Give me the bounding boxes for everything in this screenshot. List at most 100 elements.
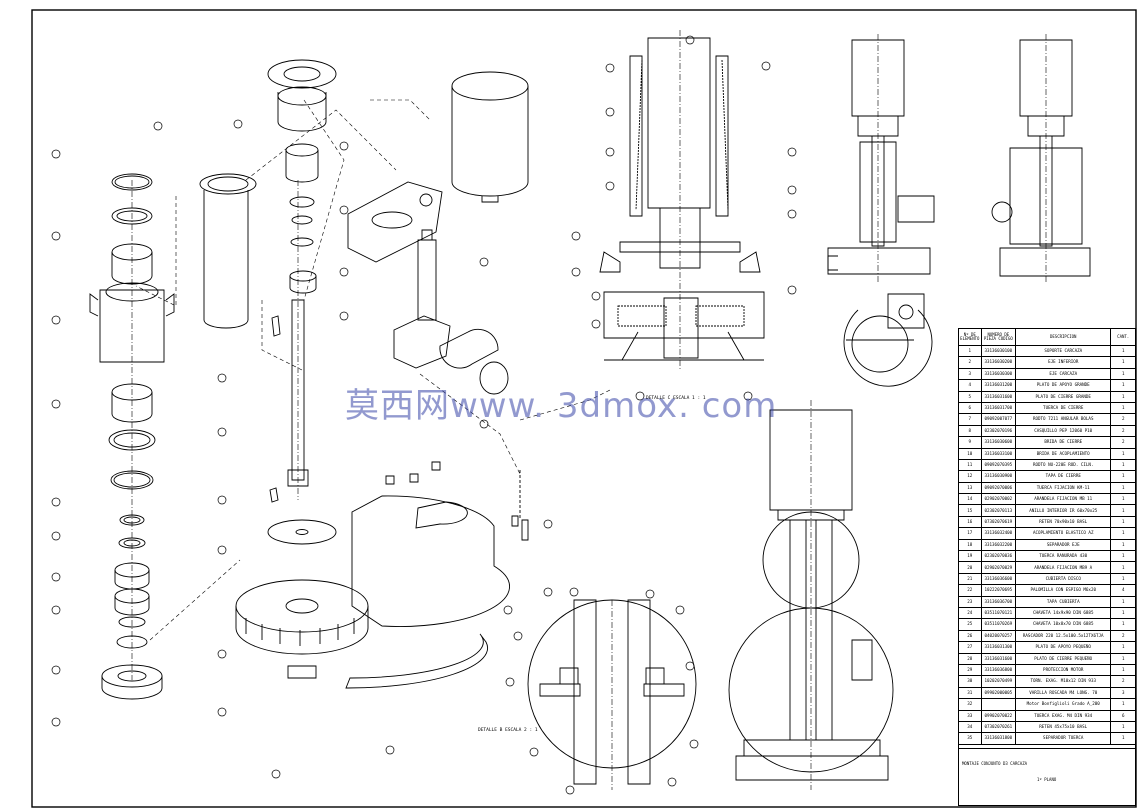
cell-description: PROTECCION MOTOR: [1016, 664, 1112, 676]
cell-quantity: 1: [1121, 462, 1125, 467]
cell-description: EJE CARCAZA: [1016, 368, 1112, 380]
cell-quantity: 1: [1121, 598, 1125, 604]
cell-quantity: 1: [1121, 530, 1125, 536]
cell-description: TORN. EXAG. M10x12 DIN 933: [1016, 676, 1112, 687]
cell-part-number: 33136030300: [982, 368, 1017, 380]
disc-cover: [345, 461, 511, 689]
cell-quantity: 1: [1121, 507, 1125, 513]
cell-element: 32: [959, 699, 982, 710]
cell-element: 23: [959, 596, 982, 607]
cell-element: 21: [959, 573, 982, 585]
side-elevation-2: [991, 34, 1091, 284]
section-view-top: [599, 30, 765, 370]
cell-part-number: 33136036600: [982, 573, 1017, 585]
cell-part-number: 02902070002: [982, 494, 1017, 505]
cell-quantity: 2: [1121, 439, 1125, 445]
cell-quantity: 1: [1121, 541, 1125, 547]
cell-quantity: 1: [1121, 348, 1125, 354]
cell-description: SEPARADOR TUERCA: [1016, 733, 1112, 744]
cell-description: ACOPLAMIENTO ELASTICO AZ: [1016, 528, 1112, 539]
parts-list-table: Nº DE ELEMENTO NUMERO DE PIEZA CODIGO DE…: [958, 328, 1136, 750]
cell-description: RASCADOR 220 12.5x100.5x12TX6TJA: [1016, 630, 1112, 642]
cell-part-number: 02302070036: [982, 551, 1017, 562]
cell-part-number: 33136031600: [982, 653, 1017, 664]
cell-quantity: 1: [1121, 473, 1125, 479]
cell-element: 14: [959, 494, 982, 505]
cell-quantity: 1: [1121, 610, 1125, 616]
cell-description: CHAVETA 14x9x90 DIN 6885: [1016, 607, 1112, 619]
header-quantity: CANT.: [1117, 334, 1130, 339]
cell-quantity: 1: [1121, 405, 1125, 411]
cell-quantity: 1: [1121, 701, 1125, 707]
cell-element: 1: [959, 346, 982, 357]
cell-description: VARILLA ROSCADA M4 LONG. 70: [1016, 687, 1112, 699]
cell-quantity: 1: [1121, 484, 1125, 490]
detail-b-label: DETALLE B ESCALA 2 : 1: [478, 728, 538, 733]
cell-element: 13: [959, 482, 982, 494]
cell-description: TUERCA FIJACION KM-11: [1016, 482, 1112, 494]
cell-element: 17: [959, 528, 982, 539]
cell-quantity: 2: [1121, 678, 1125, 684]
cell-part-number: 33136031700: [982, 402, 1017, 414]
cell-part-number: 33136031800: [982, 733, 1017, 744]
cell-element: 16: [959, 516, 982, 528]
cell-part-number: 33136032400: [982, 528, 1017, 539]
cell-element: 24: [959, 607, 982, 619]
cell-description: TUERCA RANURADA 430: [1016, 551, 1112, 562]
left-exploded-stack: [89, 173, 175, 700]
cell-description: BRIDA DE ACOPLAMIENTO: [1016, 448, 1112, 459]
cell-quantity: 1: [1121, 655, 1125, 661]
cell-part-number: 33136033100: [982, 448, 1017, 459]
motor-top: [451, 71, 529, 203]
cell-description: CUBIERTA DISCO: [1016, 573, 1112, 585]
header-description: DESCRIPCION: [1016, 329, 1112, 345]
cell-description: RETEN 45x75x10 BASL: [1016, 721, 1112, 733]
cell-element: 27: [959, 642, 982, 653]
upper-flange-stack: [267, 59, 337, 294]
cell-quantity: 2: [1121, 427, 1125, 433]
cell-description: RODTO NU-220E ROD. CILN.: [1016, 459, 1112, 471]
fasteners: [511, 470, 529, 541]
cell-element: 11: [959, 459, 982, 471]
cell-element: 34: [959, 721, 982, 733]
cell-description: ARANDELA FIJACION MB 11: [1016, 494, 1112, 505]
sheet-border: [31, 9, 1137, 808]
cell-element: 25: [959, 619, 982, 630]
cell-part-number: 33136032200: [982, 539, 1017, 551]
cell-part-number: 02302070196: [982, 425, 1017, 437]
cell-description: EJE INFERIOR: [1016, 357, 1112, 368]
parts-list-header: Nº DE ELEMENTO NUMERO DE PIEZA CODIGO DE…: [959, 329, 1135, 346]
cell-quantity: 2: [1121, 632, 1125, 638]
cell-quantity: 6: [1121, 712, 1125, 718]
cell-description: BRIDA DE CIERRE: [1016, 437, 1112, 448]
cell-element: 4: [959, 380, 982, 391]
side-elevation-3: [843, 293, 933, 387]
cell-element: 7: [959, 414, 982, 425]
cell-element: 30: [959, 676, 982, 687]
cell-quantity: 3: [1121, 689, 1125, 695]
cell-description: TAPA DE CIERRE: [1016, 471, 1112, 482]
cell-element: 5: [959, 391, 982, 402]
cell-description: SOPORTE CARCAZA: [1016, 346, 1112, 357]
cell-element: 10: [959, 448, 982, 459]
